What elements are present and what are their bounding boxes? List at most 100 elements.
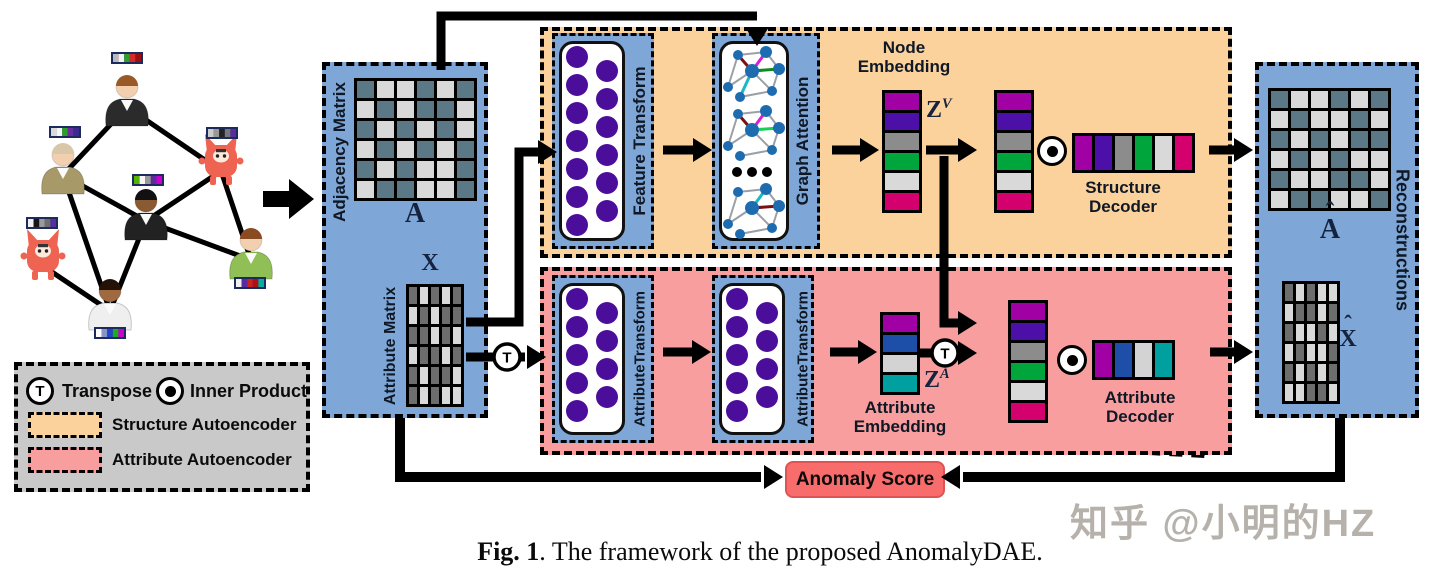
anomaly-score-box: Anomaly Score	[785, 461, 945, 498]
attribute-decoder-label: Attribute Decoder	[1104, 388, 1176, 427]
reconstructions-label: Reconstructions	[1392, 168, 1413, 312]
attribute-transform2-neurons	[719, 283, 785, 435]
attribute-decoder-vector	[1008, 300, 1048, 423]
matrix-cell	[1329, 384, 1337, 401]
matrix-cell	[1285, 384, 1293, 401]
vector-cell	[997, 173, 1031, 190]
matrix-cell	[1285, 304, 1293, 321]
attribute-embedding-label: Attribute Embedding	[853, 398, 947, 437]
vector-cell	[883, 375, 917, 392]
matrix-cell	[442, 307, 450, 324]
adjacency-matrix-label: Adjacency Matrix	[330, 82, 349, 222]
watermark: 知乎 @小明的HZ	[1070, 503, 1377, 545]
z-base: Z	[924, 367, 941, 393]
matrix-cell	[1318, 284, 1326, 301]
matrix-cell	[437, 181, 454, 198]
matrix-cell	[1291, 191, 1308, 208]
matrix-cell	[442, 367, 450, 384]
matrix-cell	[457, 121, 474, 138]
matrix-cell	[1329, 344, 1337, 361]
node-embedding-symbol: ZV	[926, 96, 970, 124]
matrix-cell	[420, 387, 428, 404]
reconstructed-attribute-grid	[1282, 281, 1340, 404]
matrix-cell	[417, 181, 434, 198]
vector-cell	[1175, 136, 1192, 170]
matrix-cell	[442, 347, 450, 364]
graph-attention-label: Graph Attention	[793, 76, 812, 206]
matrix-cell	[1371, 111, 1388, 128]
matrix-cell	[1311, 151, 1328, 168]
vector-cell	[883, 355, 917, 372]
matrix-cell	[1331, 171, 1348, 188]
node-embedding-label: Node Embedding	[857, 38, 951, 77]
vector-cell	[885, 153, 919, 170]
attribute-matrix-label: Attribute Matrix	[382, 286, 399, 406]
matrix-cell	[409, 367, 417, 384]
inner-product-dot	[1046, 145, 1058, 157]
attribute-embedding-vector	[880, 312, 920, 395]
x-hat-base: X	[1339, 326, 1357, 352]
vector-cell	[997, 113, 1031, 130]
matrix-cell	[397, 181, 414, 198]
vector-cell	[997, 153, 1031, 170]
matrix-cell	[1351, 151, 1368, 168]
reconstructed-adjacency-grid	[1268, 88, 1391, 211]
matrix-cell	[1271, 111, 1288, 128]
matrix-cell	[357, 81, 374, 98]
matrix-cell	[1307, 324, 1315, 341]
vector-cell	[1135, 343, 1152, 377]
attribute-transform1-label: AttributeTransform	[631, 291, 649, 427]
matrix-cell	[1291, 111, 1308, 128]
matrix-cell	[1307, 284, 1315, 301]
matrix-cell	[1318, 324, 1326, 341]
graph-attention-canvas	[719, 41, 789, 241]
matrix-cell	[1271, 171, 1288, 188]
vector-cell	[1011, 363, 1045, 380]
inner-product-dot	[1066, 354, 1078, 366]
matrix-cell	[377, 121, 394, 138]
vector-cell	[883, 335, 917, 352]
attribute-embedding-symbol: ZA	[924, 366, 968, 394]
matrix-cell	[453, 347, 461, 364]
matrix-cell	[457, 141, 474, 158]
matrix-cell	[1285, 324, 1293, 341]
matrix-cell	[1296, 364, 1304, 381]
matrix-cell	[1291, 91, 1308, 108]
matrix-cell	[1291, 171, 1308, 188]
matrix-cell	[453, 307, 461, 324]
matrix-cell	[417, 141, 434, 158]
vector-cell	[885, 113, 919, 130]
matrix-cell	[457, 181, 474, 198]
vector-cell	[1075, 136, 1092, 170]
vector-cell	[1135, 136, 1152, 170]
matrix-cell	[409, 347, 417, 364]
inner-product-icon	[1057, 345, 1087, 375]
matrix-cell	[377, 101, 394, 118]
matrix-cell	[1311, 131, 1328, 148]
matrix-cell	[431, 327, 439, 344]
matrix-cell	[1371, 191, 1388, 208]
attribute-transform1-neurons	[559, 283, 625, 435]
matrix-cell	[431, 347, 439, 364]
attribute-matrix-grid	[406, 284, 464, 407]
matrix-cell	[1296, 284, 1304, 301]
matrix-cell	[357, 161, 374, 178]
matrix-cell	[1307, 344, 1315, 361]
vector-cell	[885, 173, 919, 190]
matrix-cell	[1318, 344, 1326, 361]
matrix-cell	[409, 327, 417, 344]
matrix-cell	[1351, 91, 1368, 108]
attribute-autoencoder-swatch	[28, 447, 102, 473]
vector-cell	[997, 93, 1031, 110]
matrix-cell	[409, 387, 417, 404]
matrix-cell	[420, 307, 428, 324]
vector-cell	[1011, 403, 1045, 420]
structure-decoder-vector	[994, 90, 1034, 213]
matrix-cell	[417, 161, 434, 178]
matrix-cell	[1371, 91, 1388, 108]
vector-cell	[885, 193, 919, 210]
matrix-cell	[397, 101, 414, 118]
matrix-cell	[1311, 171, 1328, 188]
vector-cell	[1095, 136, 1112, 170]
matrix-cell	[357, 101, 374, 118]
